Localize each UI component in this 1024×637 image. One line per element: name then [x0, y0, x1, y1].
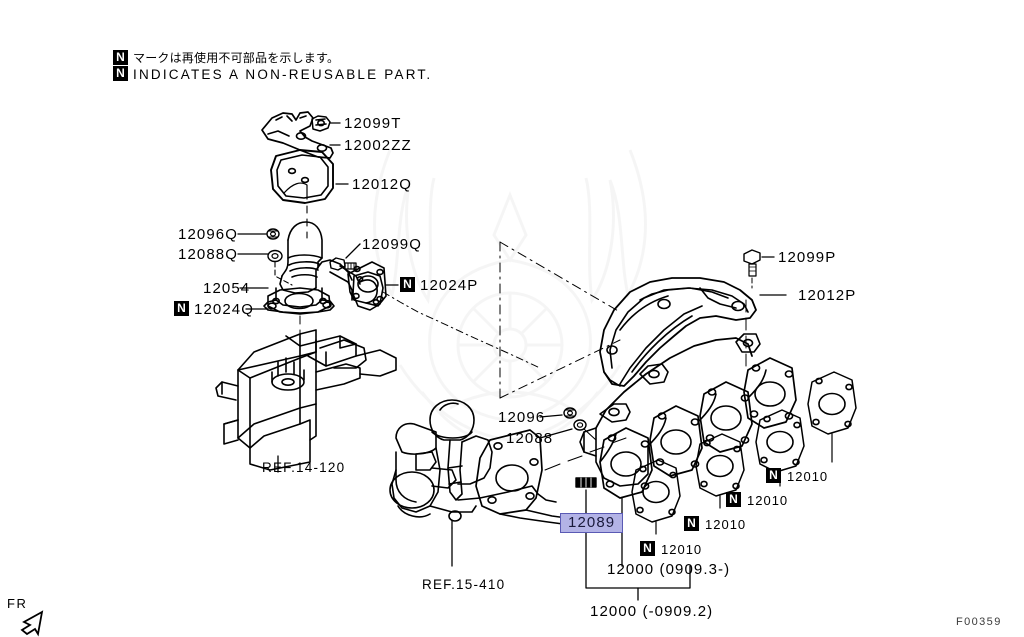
- fr-direction-arrow: [20, 610, 44, 637]
- part-12099p-bolt: [743, 249, 761, 277]
- callout-12010-4[interactable]: 12010: [787, 469, 829, 484]
- callout-12000-late[interactable]: 12000 (0909.3-): [607, 561, 731, 578]
- callout-12012p[interactable]: 12012P: [798, 287, 857, 304]
- non-reusable-badge-12024p: N: [400, 277, 415, 292]
- part-12088q-nut: [267, 249, 283, 263]
- reference-15-410[interactable]: REF.15-410: [422, 577, 506, 592]
- callout-12000-early[interactable]: 12000 (-0909.2): [590, 603, 714, 620]
- legend-text-english: INDICATES A NON-REUSABLE PART.: [133, 67, 433, 82]
- callout-12096q[interactable]: 12096Q: [178, 226, 238, 243]
- reference-14-120[interactable]: REF.14-120: [262, 460, 346, 475]
- leader-lines: [237, 122, 787, 439]
- non-reusable-badge-12010-3: N: [726, 492, 741, 507]
- callout-12096[interactable]: 12096: [498, 409, 546, 426]
- ref-15-410-turbocharger: [389, 399, 557, 567]
- callout-12012q[interactable]: 12012Q: [352, 176, 412, 193]
- part-12089-stud: [575, 477, 597, 488]
- callout-12010-2[interactable]: 12010: [705, 517, 747, 532]
- non-reusable-badge-12010-2: N: [684, 516, 699, 531]
- non-reusable-badge-legend-jp: N: [113, 50, 128, 65]
- part-12088-nut: [573, 419, 587, 431]
- part-12096-washer: [563, 407, 577, 419]
- fr-orientation-label: FR: [7, 596, 28, 611]
- part-12096q-washer: [266, 228, 280, 240]
- callout-12024p[interactable]: 12024P: [420, 277, 479, 294]
- callout-12099p[interactable]: 12099P: [778, 249, 837, 266]
- part-12000-exhaust-manifold: [579, 333, 797, 499]
- non-reusable-badge-12010-1: N: [640, 541, 655, 556]
- callout-12024q[interactable]: 12024Q: [194, 301, 254, 318]
- non-reusable-badge-legend-en: N: [113, 66, 128, 81]
- part-12010-gasket-4: [807, 371, 857, 435]
- part-12099q-bolt: [329, 257, 357, 271]
- assembly-guideline: [499, 241, 621, 399]
- part-12024q-gasket: [267, 287, 331, 315]
- legend-text-japanese: マークは再使用不可部品を示します。: [133, 51, 340, 65]
- callout-12088[interactable]: 12088: [506, 430, 554, 447]
- part-12024p-gasket: [352, 271, 384, 311]
- part-12012q-heat-shield: [270, 149, 334, 204]
- part-12010-gasket-3: [755, 409, 805, 473]
- callout-12054[interactable]: 12054: [203, 280, 251, 297]
- non-reusable-badge-12024q: N: [174, 301, 189, 316]
- ref-14-120-egr-cooler: [215, 329, 397, 471]
- callout-12099q[interactable]: 12099Q: [362, 236, 422, 253]
- part-12010-gasket-2: [695, 433, 745, 497]
- part-12010-gasket-1: [631, 459, 681, 523]
- callout-12099t[interactable]: 12099T: [344, 115, 402, 132]
- part-12012p-heat-shield: [599, 277, 757, 387]
- callout-12089-selected[interactable]: 12089: [560, 513, 624, 533]
- callout-12010-1[interactable]: 12010: [661, 542, 703, 557]
- part-12099t-nut: [311, 115, 331, 132]
- callout-12088q[interactable]: 12088Q: [178, 246, 238, 263]
- sheet-code: F00359: [956, 616, 1002, 628]
- callout-12010-3[interactable]: 12010: [747, 493, 789, 508]
- callout-12002zz[interactable]: 12002ZZ: [344, 137, 412, 154]
- non-reusable-badge-12010-4: N: [766, 468, 781, 483]
